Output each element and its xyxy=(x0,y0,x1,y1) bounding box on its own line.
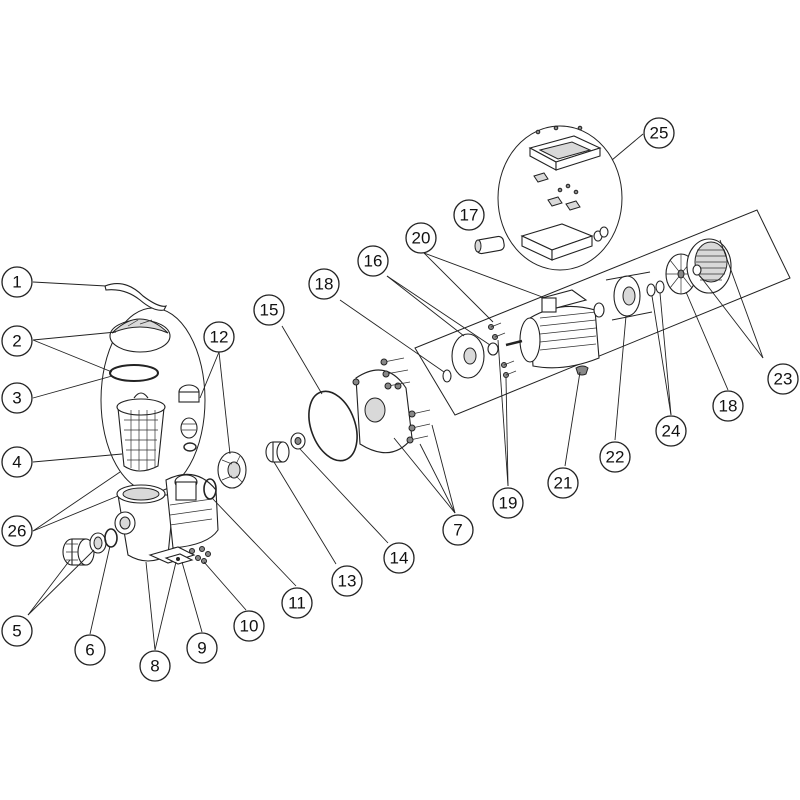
callout-6: 6 xyxy=(74,634,106,666)
svg-text:8: 8 xyxy=(150,657,159,676)
part-13-insert xyxy=(265,441,290,463)
callout-10: 10 xyxy=(233,610,265,642)
callout-8: 8 xyxy=(139,650,171,682)
callout-26: 26 xyxy=(1,515,33,547)
part-1-wrench xyxy=(104,283,168,311)
callout-4: 4 xyxy=(1,446,33,478)
callout-5: 5 xyxy=(1,615,33,647)
part-21-foot xyxy=(575,365,589,376)
svg-text:18: 18 xyxy=(719,397,738,416)
callout-23: 23 xyxy=(767,363,799,395)
callout-14: 14 xyxy=(383,542,415,574)
callout-25: 25 xyxy=(643,117,675,149)
svg-text:18: 18 xyxy=(315,275,334,294)
part-9-foot xyxy=(164,553,194,565)
callout-22: 22 xyxy=(599,441,631,473)
callout-18-left: 18 xyxy=(308,268,340,300)
part-14-seal xyxy=(290,432,306,450)
svg-text:5: 5 xyxy=(12,622,21,641)
part-3-oring xyxy=(109,364,159,382)
part-20-motor xyxy=(505,289,605,369)
svg-text:24: 24 xyxy=(662,422,681,441)
svg-text:2: 2 xyxy=(12,332,21,351)
svg-text:13: 13 xyxy=(338,572,357,591)
part-15-large-oring xyxy=(308,390,358,462)
callout-12: 12 xyxy=(203,321,235,353)
callout-11: 11 xyxy=(281,587,313,619)
part-11-oring xyxy=(203,478,217,500)
svg-text:17: 17 xyxy=(460,206,479,225)
part-23-fan-cover xyxy=(686,238,732,294)
svg-text:9: 9 xyxy=(197,639,206,658)
part-19-bolts xyxy=(488,322,517,378)
callout-17: 17 xyxy=(453,199,485,231)
svg-text:6: 6 xyxy=(85,641,94,660)
callout-19: 19 xyxy=(492,487,524,519)
svg-text:20: 20 xyxy=(412,229,431,248)
motor-group-frame xyxy=(414,209,791,416)
svg-text:16: 16 xyxy=(364,252,383,271)
part-7-bolts xyxy=(380,357,431,444)
callout-9: 9 xyxy=(186,632,218,664)
svg-text:12: 12 xyxy=(210,328,229,347)
part-22-rear-flange xyxy=(605,271,653,321)
svg-text:22: 22 xyxy=(606,448,625,467)
callout-7: 7 xyxy=(442,514,474,546)
part-16-flange xyxy=(451,333,499,379)
svg-text:19: 19 xyxy=(499,494,518,513)
svg-text:21: 21 xyxy=(554,474,573,493)
part-12-impeller xyxy=(217,451,247,489)
svg-text:3: 3 xyxy=(12,389,21,408)
leader-lines xyxy=(27,133,764,651)
part-7-seal-plate xyxy=(352,369,413,454)
callout-20: 20 xyxy=(405,222,437,254)
callout-13: 13 xyxy=(331,565,363,597)
svg-text:4: 4 xyxy=(12,453,21,472)
callout-3: 3 xyxy=(1,382,33,414)
svg-text:25: 25 xyxy=(650,124,669,143)
part-4-basket xyxy=(116,392,166,472)
svg-text:14: 14 xyxy=(390,549,409,568)
callout-1: 1 xyxy=(1,266,33,298)
part-12-connectors xyxy=(178,384,200,452)
callout-21: 21 xyxy=(547,467,579,499)
part-10-screws xyxy=(189,546,211,564)
svg-text:7: 7 xyxy=(453,521,462,540)
callout-18-right: 18 xyxy=(712,390,744,422)
part-24-rings xyxy=(646,280,665,297)
svg-text:11: 11 xyxy=(288,594,306,613)
callout-15: 15 xyxy=(253,294,285,326)
part-18-washer-left xyxy=(442,369,452,383)
part-2-lid xyxy=(109,318,171,353)
part-25-terminal-enclosure xyxy=(497,125,623,271)
svg-text:1: 1 xyxy=(12,273,21,292)
svg-text:10: 10 xyxy=(240,617,259,636)
svg-text:26: 26 xyxy=(8,522,27,541)
callout-24: 24 xyxy=(655,415,687,447)
part-17-capacitor xyxy=(474,235,505,255)
callout-2: 2 xyxy=(1,325,33,357)
callout-16: 16 xyxy=(357,245,389,277)
svg-text:15: 15 xyxy=(260,301,279,320)
part-6-gasket xyxy=(104,528,118,548)
svg-text:23: 23 xyxy=(774,370,793,389)
